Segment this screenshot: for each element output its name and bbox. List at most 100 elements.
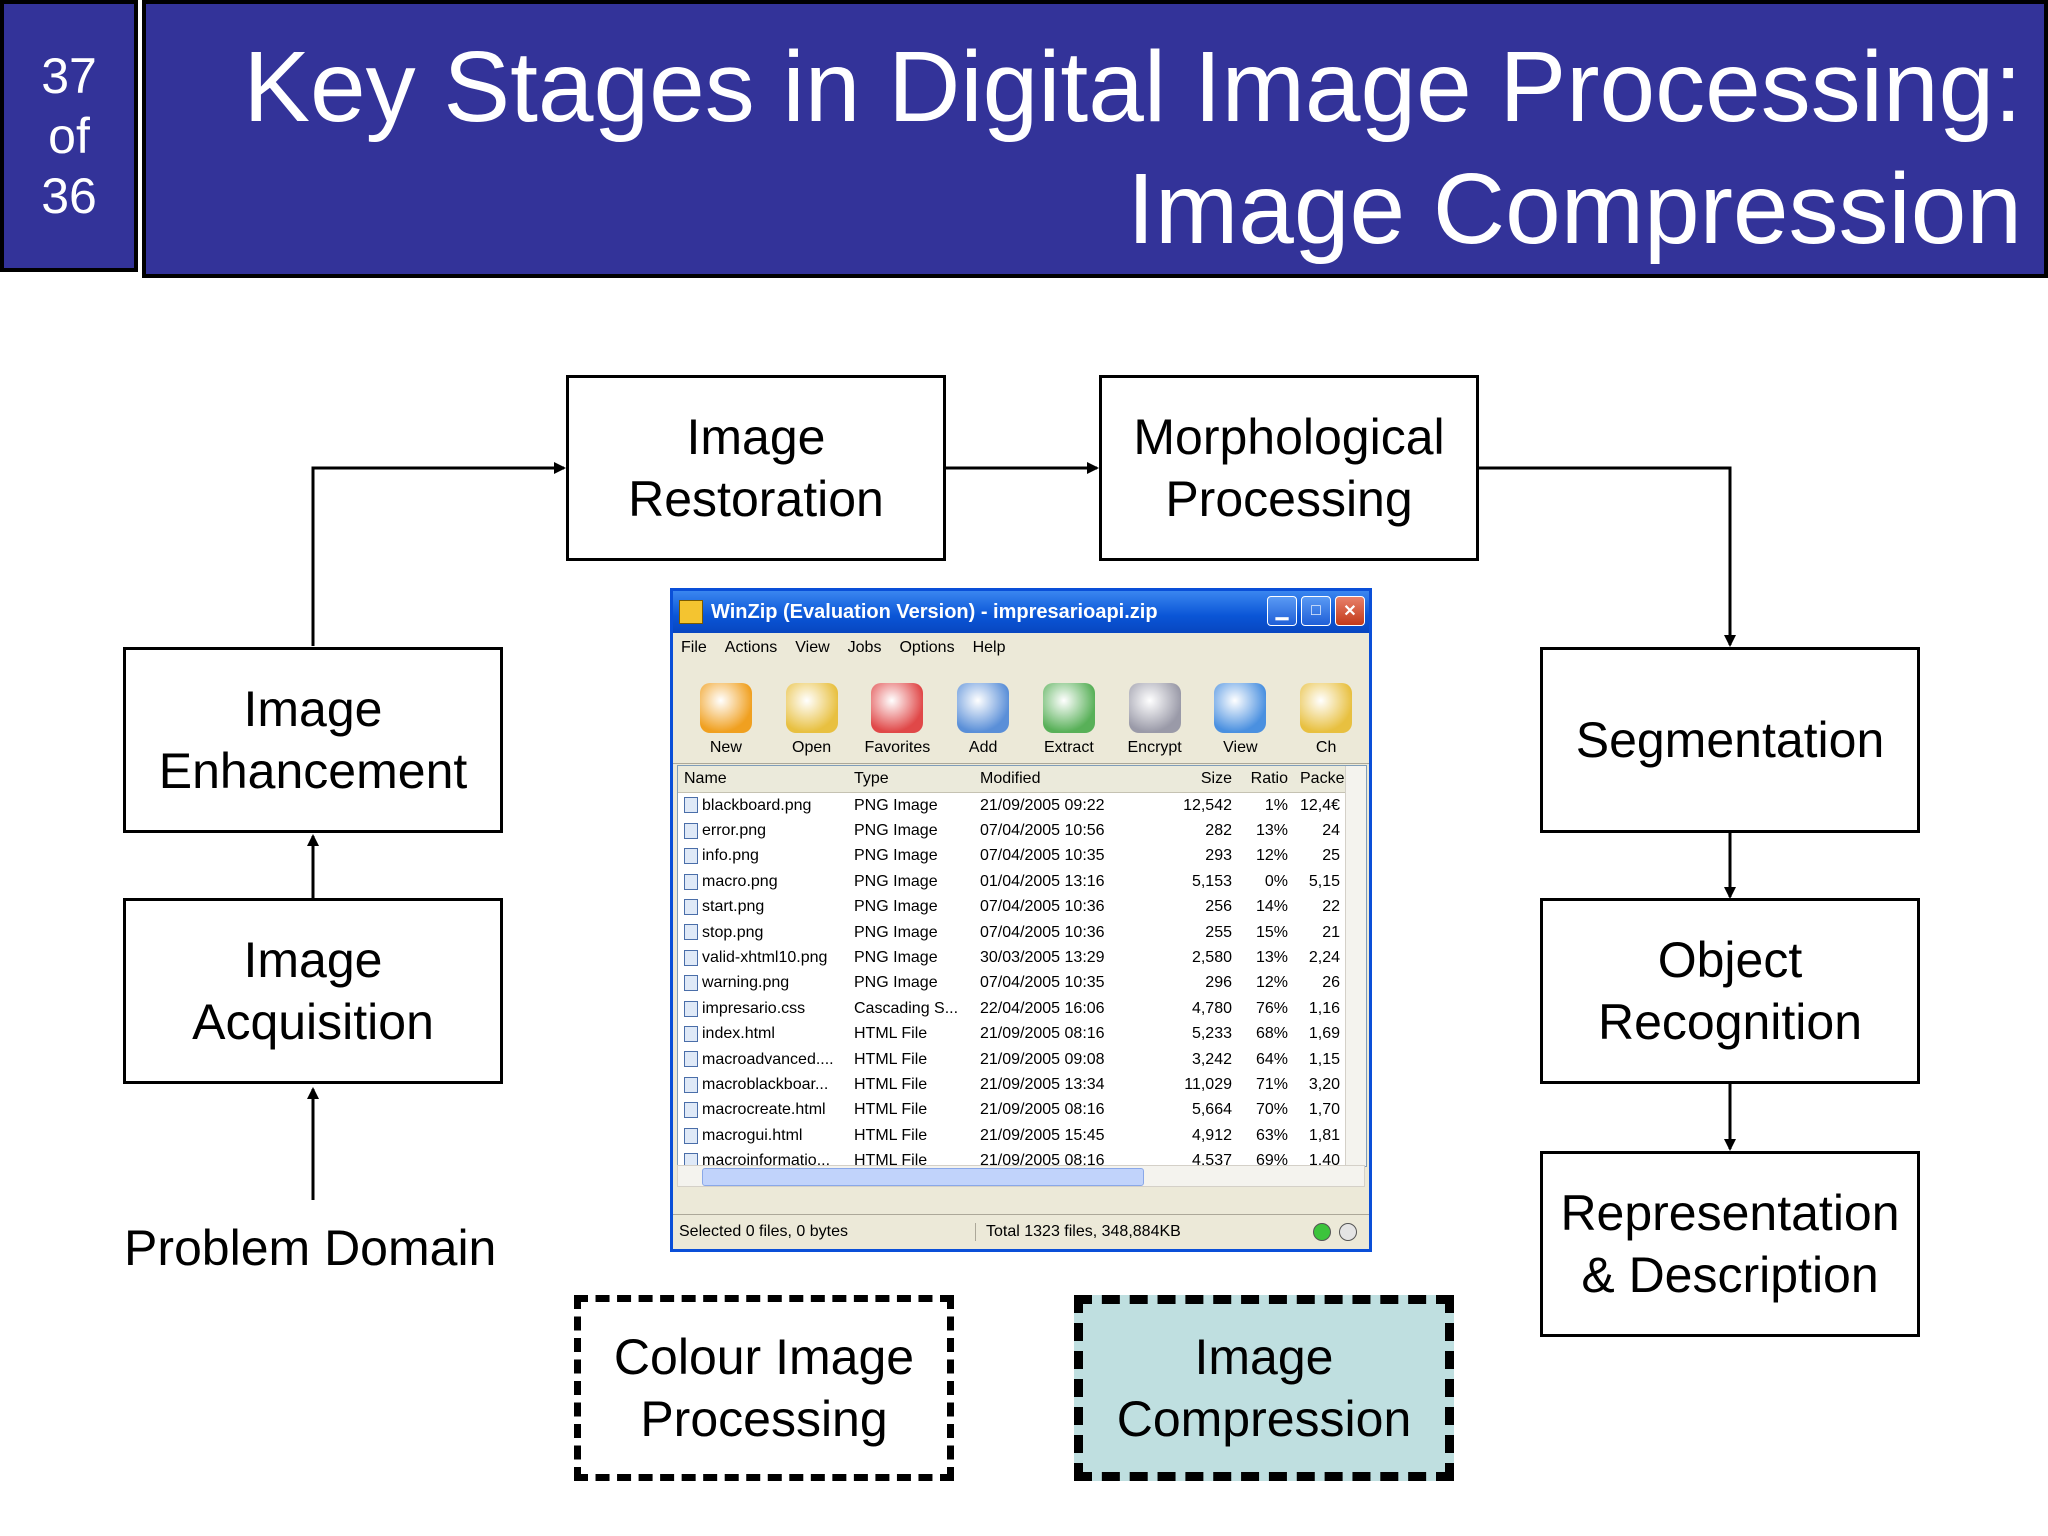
menu-item-file[interactable]: File bbox=[681, 639, 707, 656]
table-cell: macroinformatio... bbox=[678, 1152, 848, 1166]
toolbar-label: View bbox=[1223, 739, 1258, 756]
file-name: blackboard.png bbox=[702, 796, 812, 814]
table-cell: 07/04/2005 10:56 bbox=[980, 822, 1105, 840]
column-header-packe[interactable]: Packe bbox=[1300, 770, 1345, 787]
column-header-size[interactable]: Size bbox=[1200, 770, 1232, 787]
table-cell: PNG Image bbox=[854, 949, 938, 967]
toolbar-view-button[interactable]: View bbox=[1198, 667, 1284, 763]
close-button[interactable]: ✕ bbox=[1335, 596, 1365, 626]
table-cell: blackboard.png bbox=[678, 797, 848, 815]
table-row[interactable]: valid-xhtml10.png PNG Image 30/03/2005 13:… bbox=[678, 945, 1366, 970]
table-cell: 293 bbox=[1205, 847, 1232, 865]
object-recognition-box: Object Recognition bbox=[1540, 898, 1920, 1084]
table-cell: 12% bbox=[1255, 847, 1288, 865]
menu-item-actions[interactable]: Actions bbox=[724, 639, 778, 656]
winzip-file-list[interactable]: Name Type Modified Size Ratio Packe blackboar… bbox=[677, 765, 1367, 1167]
table-cell: 12,4€ bbox=[1300, 796, 1341, 814]
vertical-scrollbar[interactable] bbox=[1345, 766, 1366, 1166]
menu-item-help[interactable]: Help bbox=[972, 639, 1006, 656]
table-cell: 25 bbox=[1322, 847, 1340, 865]
table-cell: 1,81 bbox=[1308, 1126, 1340, 1144]
toolbar-favorites-button[interactable]: Favorites bbox=[855, 667, 941, 763]
box-line: Image bbox=[243, 681, 383, 737]
table-cell: 30/03/2005 13:29 bbox=[980, 949, 1105, 967]
file-icon bbox=[684, 822, 698, 839]
table-cell: 15% bbox=[1255, 923, 1288, 941]
image-enhancement-box: Image Enhancement bbox=[123, 647, 503, 833]
table-cell: 21/09/2005 08:16 bbox=[980, 1152, 1105, 1167]
file-icon bbox=[684, 899, 698, 916]
file-name: warning.png bbox=[702, 974, 790, 992]
status-selected: Selected 0 files, 0 bytes bbox=[673, 1223, 976, 1241]
toolbar-extract-button[interactable]: Extract bbox=[1026, 667, 1112, 763]
table-cell: 1% bbox=[1264, 796, 1288, 814]
table-cell: 21/09/2005 09:08 bbox=[980, 1050, 1105, 1068]
toolbar-label: Extract bbox=[1043, 739, 1094, 756]
file-name: valid-xhtml10.png bbox=[702, 949, 828, 967]
table-cell: 24 bbox=[1322, 822, 1340, 840]
toolbar-label: Favorites bbox=[864, 739, 931, 756]
menu-item-options[interactable]: Options bbox=[899, 639, 955, 656]
toolbar-label: Open bbox=[792, 739, 832, 756]
toolbar-encrypt-button[interactable]: Encrypt bbox=[1112, 667, 1198, 763]
toolbar-new-button[interactable]: New bbox=[683, 667, 769, 763]
file-icon bbox=[684, 848, 698, 865]
table-cell: 63% bbox=[1255, 1126, 1288, 1144]
file-name: error.png bbox=[702, 822, 767, 840]
table-cell: warning.png bbox=[678, 974, 848, 992]
table-cell: 3,20 bbox=[1308, 1075, 1340, 1093]
column-header-name[interactable]: Name bbox=[684, 770, 727, 787]
table-cell: 255 bbox=[1205, 923, 1232, 941]
toolbar-ch-button[interactable]: Ch bbox=[1283, 667, 1369, 763]
table-cell: HTML File bbox=[854, 1075, 928, 1093]
file-name: macroblackboar... bbox=[702, 1075, 829, 1093]
title-line-1: Key Stages in Digital Image Processing: bbox=[243, 31, 2022, 143]
problem-domain-label: Problem Domain bbox=[124, 1220, 497, 1276]
encrypt-lock-icon bbox=[1128, 683, 1181, 733]
table-cell: PNG Image bbox=[854, 847, 938, 865]
status-total: Total 1323 files, 348,884KB bbox=[986, 1223, 1181, 1240]
toolbar-open-button[interactable]: Open bbox=[769, 667, 855, 763]
horizontal-scrollbar[interactable] bbox=[677, 1165, 1365, 1187]
column-header-modified[interactable]: Modified bbox=[980, 770, 1041, 787]
menu-item-jobs[interactable]: Jobs bbox=[847, 639, 882, 656]
column-header-ratio[interactable]: Ratio bbox=[1250, 770, 1288, 787]
table-cell: index.html bbox=[678, 1025, 848, 1043]
file-list-header: Name Type Modified Size Ratio Packe bbox=[678, 766, 1366, 793]
status-green-light-icon bbox=[1313, 1223, 1331, 1241]
column-header-type[interactable]: Type bbox=[854, 770, 889, 787]
maximize-button[interactable]: □ bbox=[1301, 596, 1331, 626]
table-cell: 0% bbox=[1264, 872, 1288, 890]
toolbar-add-button[interactable]: Add bbox=[940, 667, 1026, 763]
checkout-icon bbox=[1300, 683, 1353, 733]
table-cell: 07/04/2005 10:36 bbox=[980, 923, 1105, 941]
slide-number-current: 37 bbox=[41, 48, 97, 104]
table-cell: 13% bbox=[1255, 949, 1288, 967]
open-folder-icon bbox=[785, 683, 838, 733]
table-cell: 5,15 bbox=[1308, 872, 1340, 890]
box-line: Acquisition bbox=[192, 994, 434, 1050]
minimize-button[interactable]: ▁ bbox=[1267, 596, 1297, 626]
table-cell: 11,029 bbox=[1184, 1075, 1232, 1093]
arrow-enhancement-to-restoration bbox=[311, 462, 566, 646]
file-icon bbox=[684, 1000, 698, 1017]
table-cell: 1,69 bbox=[1308, 1025, 1340, 1043]
horizontal-scroll-thumb[interactable] bbox=[702, 1168, 1144, 1186]
table-cell: HTML File bbox=[854, 1126, 928, 1144]
file-name: macrogui.html bbox=[702, 1126, 803, 1144]
menu-item-view[interactable]: View bbox=[795, 639, 830, 656]
